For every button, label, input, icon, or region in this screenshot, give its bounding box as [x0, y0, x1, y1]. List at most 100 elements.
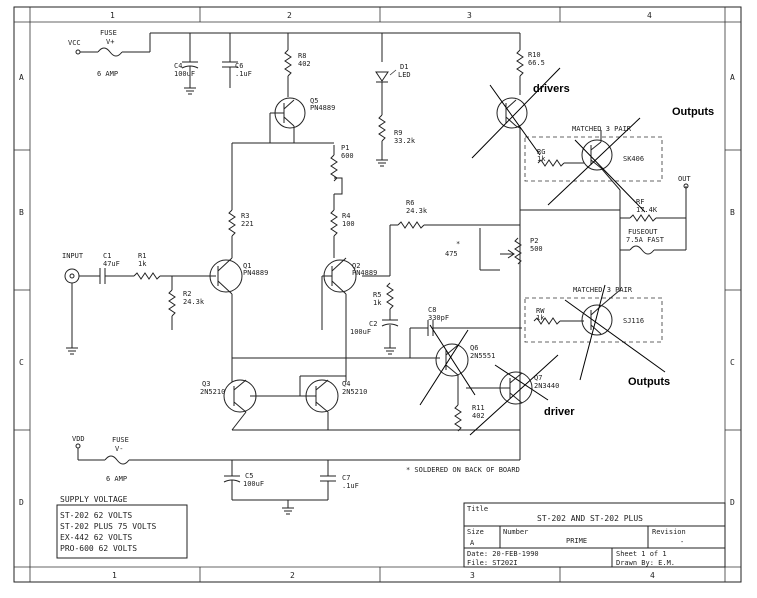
r3-ref: R3	[241, 212, 249, 220]
r1-ref: R1	[138, 252, 146, 260]
rg-value: 1k	[537, 155, 546, 163]
transistor-q5	[269, 97, 306, 143]
capacitor-c8	[409, 320, 522, 358]
c2-value: 100uF	[350, 328, 371, 336]
matched-pair-top-box	[524, 136, 663, 182]
rf-ref: RF	[636, 198, 644, 206]
fuse-out-ref: FUSEOUT	[628, 228, 658, 236]
c6-value: .1uF	[235, 70, 252, 78]
date-value: Date: 20-FEB-1990	[467, 550, 539, 558]
c8-value: 330pF	[428, 314, 449, 322]
supply-voltage-title: SUPPLY VOLTAGE	[60, 495, 128, 504]
p1-value: 600	[341, 152, 354, 160]
drawn-by-value: Drawn By: E.M.	[616, 559, 675, 567]
matched-pair-bottom-box	[524, 297, 663, 343]
d1-value: LED	[398, 71, 411, 79]
resistor-r1	[133, 272, 161, 280]
q3-ref: Q3	[202, 380, 210, 388]
grid-row-a-left: A	[19, 73, 24, 82]
r6-value: 24.3k	[406, 207, 428, 215]
r11-value: 402	[472, 412, 485, 420]
transistor-q6	[435, 343, 469, 405]
grid-col-2-bottom: 2	[290, 571, 295, 580]
supply-voltage-box	[56, 504, 188, 559]
transistor-output-top	[581, 130, 621, 191]
matched-top-label: MATCHED 3 PAIR	[572, 125, 632, 133]
c4-ref: C4	[174, 62, 182, 70]
q7-value: 2N3440	[534, 382, 559, 390]
c8-ref: C8	[428, 306, 436, 314]
number-label: Number	[503, 528, 528, 536]
fuse-bottom-rating: 6 AMP	[106, 475, 127, 483]
r3-value: 221	[241, 220, 254, 228]
capacitor-c4	[181, 61, 199, 95]
q5-ref: Q5	[310, 97, 318, 105]
q1-ref: Q1	[243, 262, 251, 270]
rf-value: 17.4K	[636, 206, 658, 214]
q2-value: PN4889	[352, 269, 377, 277]
resistor-r4	[330, 209, 338, 237]
transistor-q4	[250, 375, 346, 430]
grid-row-d-right: D	[730, 498, 735, 507]
r10-ref: R10	[528, 51, 541, 59]
grid-col-1-bottom: 1	[112, 571, 117, 580]
number-value: PRIME	[566, 537, 587, 545]
transistor-driver-top	[496, 97, 528, 440]
c7-value: .1uF	[342, 482, 359, 490]
r5-ref: R5	[373, 291, 381, 299]
title-value: ST-202 AND ST-202 PLUS	[537, 514, 643, 523]
q1-value: PN4889	[243, 269, 268, 277]
r11-ref: R11	[472, 404, 485, 412]
file-value: File: ST202I	[467, 559, 518, 567]
title-block	[463, 502, 726, 568]
annotation-outputs-bottom: Outputs	[628, 376, 670, 388]
input-label: INPUT	[62, 252, 84, 260]
r8-ref: R8	[298, 52, 306, 60]
annotation-outputs-top: Outputs	[672, 106, 714, 118]
size-label: Size	[467, 528, 484, 536]
r2-ref: R2	[183, 290, 191, 298]
q5-value: PN4889	[310, 104, 335, 112]
annotation-marks	[419, 67, 666, 436]
r2-value: 24.3k	[183, 298, 205, 306]
rw-value: 1k	[536, 314, 545, 322]
r5-value: 1k	[373, 299, 382, 307]
transistor-q3	[223, 379, 257, 431]
fuse-top-label-1: FUSE	[100, 29, 117, 37]
r9-ref: R9	[394, 129, 402, 137]
q6-ref: Q6	[470, 344, 478, 352]
r1-value: 1k	[138, 260, 147, 268]
transistor-q1	[209, 257, 243, 382]
positive-rail-wiring	[75, 32, 521, 62]
p1-ref: P1	[341, 144, 349, 152]
fuse-bottom-label-1: FUSE	[112, 436, 129, 444]
title-label: Title	[467, 505, 488, 513]
rg-ref: RG	[537, 148, 545, 156]
resistor-rf	[629, 214, 657, 222]
annotation-driver: driver	[544, 406, 575, 418]
q6-value: 2N5551	[470, 352, 495, 360]
solder-note: * SOLDERED ON BACK OF BOARD	[406, 466, 520, 474]
c7-ref: C7	[342, 474, 350, 482]
input-jack	[64, 268, 100, 355]
capacitor-c6	[222, 61, 238, 88]
grid-row-b-right: B	[730, 208, 735, 217]
c2-ref: C2	[369, 320, 377, 328]
fuse-out-symbol	[629, 245, 655, 255]
q4-ref: Q4	[342, 380, 350, 388]
led-d1	[375, 69, 397, 115]
fuse-bottom-label-2: V-	[115, 445, 123, 453]
fuse-out-value: 7.5A FAST	[626, 236, 665, 244]
supply-line-1: ST-202 62 VOLTS	[60, 511, 132, 520]
vdd-label: VDD	[72, 435, 85, 443]
resistor-r3	[228, 209, 236, 237]
supply-line-3: EX-442 62 VOLTS	[60, 533, 132, 542]
capacitor-c5	[223, 475, 328, 501]
grid-col-2-top: 2	[287, 11, 292, 20]
resistor-r9	[378, 114, 386, 142]
q7-ref: Q7	[534, 374, 542, 382]
sheet-value: Sheet 1 of 1	[616, 550, 667, 558]
r10-value: 66.5	[528, 59, 545, 67]
r9-value: 33.2k	[394, 137, 416, 145]
